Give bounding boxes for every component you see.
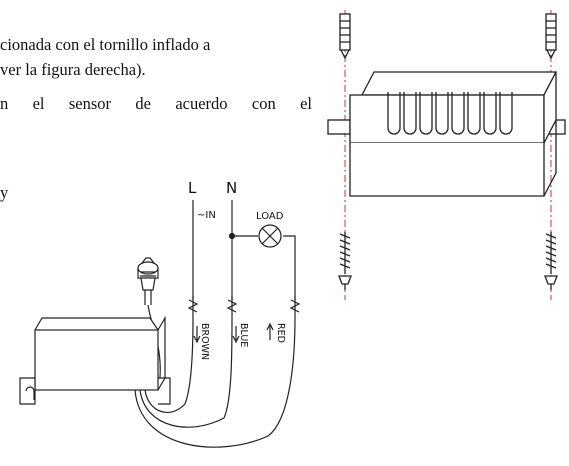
loop-blue	[139, 317, 233, 428]
screw-left	[338, 232, 352, 290]
load-connection	[232, 235, 296, 300]
paragraph-line-4: y	[0, 183, 9, 202]
wall-plug-right	[545, 13, 557, 60]
terminal-label-l: L	[188, 179, 197, 197]
screw-right	[544, 232, 558, 290]
supply-label: ~IN	[197, 210, 216, 221]
sensor-housing-3d	[349, 71, 558, 197]
mounting-flange-left	[327, 119, 351, 135]
loop-red	[134, 317, 296, 448]
arrow-blue	[232, 326, 240, 344]
splice-blue	[226, 296, 238, 318]
wall-plug-left	[339, 13, 351, 60]
splice-red	[289, 296, 301, 318]
loop-brown	[144, 317, 194, 413]
splice-brown	[187, 296, 199, 318]
wire-label-blue: BLUE	[238, 323, 249, 347]
wire-label-brown: BROWN	[199, 323, 210, 360]
load-label: LOAD	[256, 211, 284, 222]
arrow-red	[266, 322, 274, 340]
lamp-symbol	[258, 224, 282, 248]
paragraph-line-1: cionada con el tornillo inflado a	[0, 35, 211, 54]
arrow-brown	[193, 326, 201, 344]
wire-label-red: RED	[275, 323, 286, 343]
terminal-label-n: N	[226, 179, 237, 197]
paragraph-line-3: n el sensor de acuerdo con el	[0, 94, 312, 113]
sensor-head	[137, 257, 159, 305]
wiring-diagram: L N ~IN LOAD BROWN BLUE RED	[19, 179, 301, 448]
sensor-box	[19, 315, 171, 405]
paragraph-line-2: ver la figura derecha).	[0, 60, 146, 79]
mounting-diagram	[327, 10, 566, 300]
